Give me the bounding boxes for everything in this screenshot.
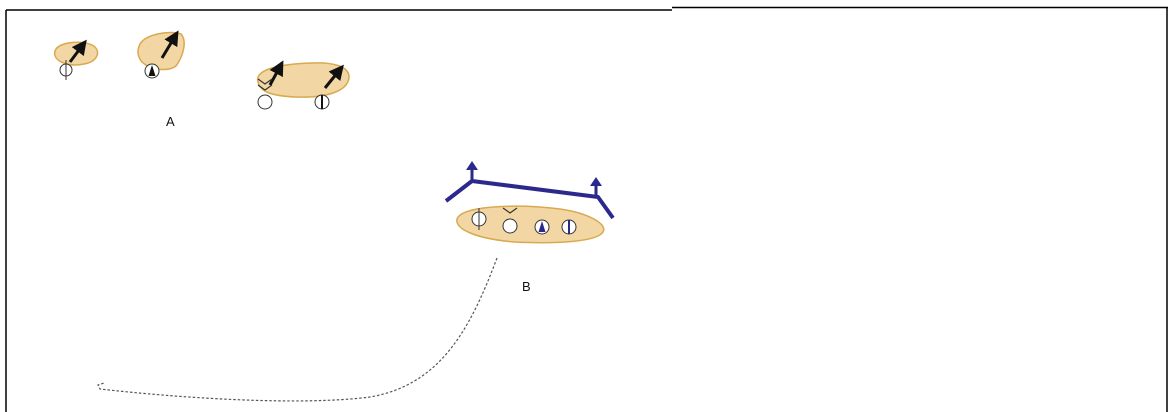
shape-a3 bbox=[256, 60, 350, 110]
arrow-a3-left bbox=[268, 60, 284, 86]
symbol-chevron-circle bbox=[257, 78, 273, 110]
symbol-circle-vertical-line bbox=[471, 208, 487, 230]
symbol-circle-triangle bbox=[144, 63, 160, 79]
shape-a2 bbox=[137, 30, 185, 79]
dashed-path bbox=[97, 257, 498, 402]
arrow-a2 bbox=[160, 30, 179, 59]
symbol-circle-half bbox=[314, 94, 330, 110]
shape-a1 bbox=[54, 39, 99, 80]
arrow-a1 bbox=[68, 39, 87, 63]
symbol-chevron-circle bbox=[502, 207, 518, 234]
symbol-circle-half bbox=[561, 219, 577, 235]
symbol-circle-triangle bbox=[534, 219, 550, 235]
symbol-circle-vertical-line bbox=[59, 60, 73, 80]
label-a: A bbox=[166, 114, 175, 129]
blue-bracket bbox=[444, 161, 615, 220]
label-b: B bbox=[522, 279, 531, 294]
arrow-a3-right bbox=[323, 64, 344, 89]
shape-b bbox=[456, 205, 605, 244]
